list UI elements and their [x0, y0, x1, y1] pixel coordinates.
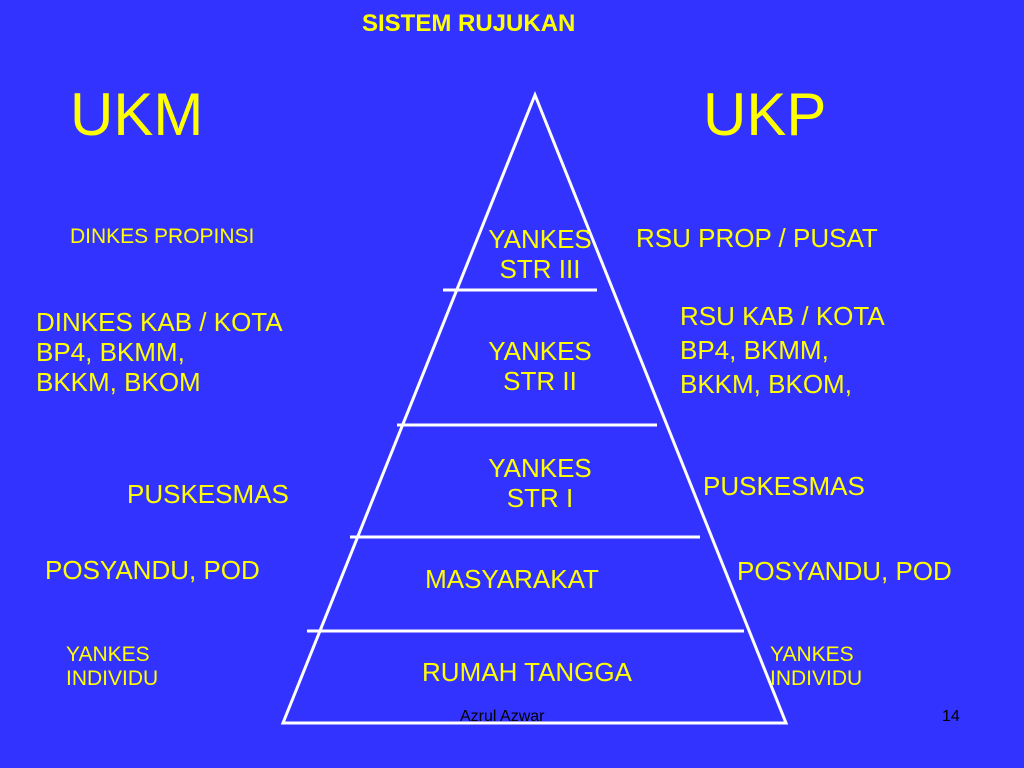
pyramid-outline [280, 90, 789, 725]
level-community-label: MASYARAKAT [425, 564, 599, 594]
ukp-heading: UKP [703, 81, 827, 148]
footer-author: Azrul Azwar [460, 708, 545, 725]
ukm-heading: UKM [70, 81, 204, 148]
right-puskesmas: PUSKESMAS [703, 471, 865, 501]
right-posyandu: POSYANDU, POD [737, 556, 952, 586]
level-str2-label: YANKES STR II [488, 336, 592, 396]
left-puskesmas: PUSKESMAS [127, 479, 289, 509]
level-household-label: RUMAH TANGGA [422, 657, 632, 687]
level-str1-label: YANKES STR I [488, 453, 592, 513]
footer-page-number: 14 [942, 708, 960, 725]
level-str3-label: YANKES STR III [488, 224, 592, 284]
right-province: RSU PROP / PUSAT [636, 223, 878, 253]
slide-title: SISTEM RUJUKAN [362, 10, 576, 37]
right-district: RSU KAB / KOTA BP4, BKMM, BKKM, BKOM, [680, 301, 885, 399]
left-province: DINKES PROPINSI [70, 225, 255, 248]
left-individual: YANKES INDIVIDU [66, 643, 159, 691]
left-district: DINKES KAB / KOTA BP4, BKMM, BKKM, BKOM [36, 307, 283, 397]
right-individual: YANKES INDIVIDU [770, 643, 863, 691]
left-posyandu: POSYANDU, POD [45, 555, 260, 585]
